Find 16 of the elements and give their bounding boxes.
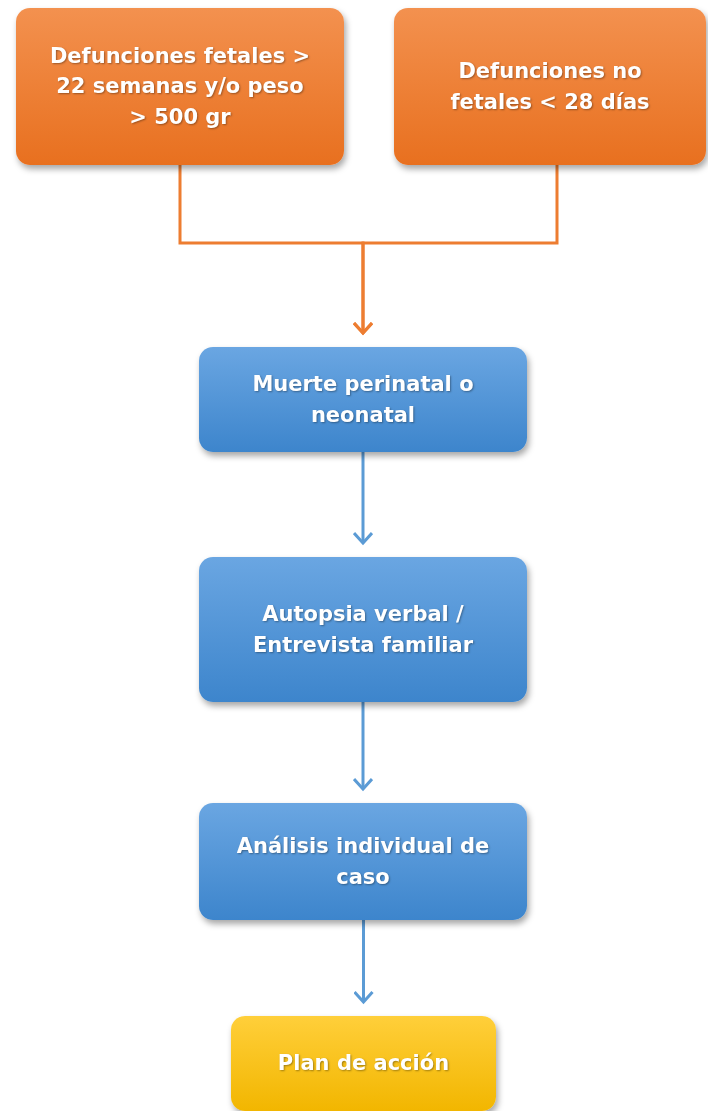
box-label: Análisis individual de caso bbox=[235, 833, 491, 891]
process-box bbox=[16, 8, 344, 165]
process-box bbox=[199, 557, 527, 702]
box-label: Plan de acción bbox=[277, 1050, 450, 1078]
arrow bbox=[352, 165, 559, 335]
arrow bbox=[352, 702, 374, 791]
box-label: Defunciones fetales > 22 semanas y/o peso > 500 gr bbox=[48, 42, 312, 131]
box-label: Muerte perinatal o neonatal bbox=[251, 371, 475, 429]
arrow bbox=[352, 452, 374, 545]
arrow bbox=[353, 920, 374, 1004]
process-box bbox=[394, 8, 706, 165]
process-box bbox=[199, 347, 527, 452]
process-box bbox=[199, 803, 527, 920]
box-label: Defunciones no fetales < 28 días bbox=[449, 58, 651, 116]
box-label: Autopsia verbal / Entrevista familiar bbox=[251, 601, 475, 659]
process-box bbox=[231, 1016, 496, 1111]
